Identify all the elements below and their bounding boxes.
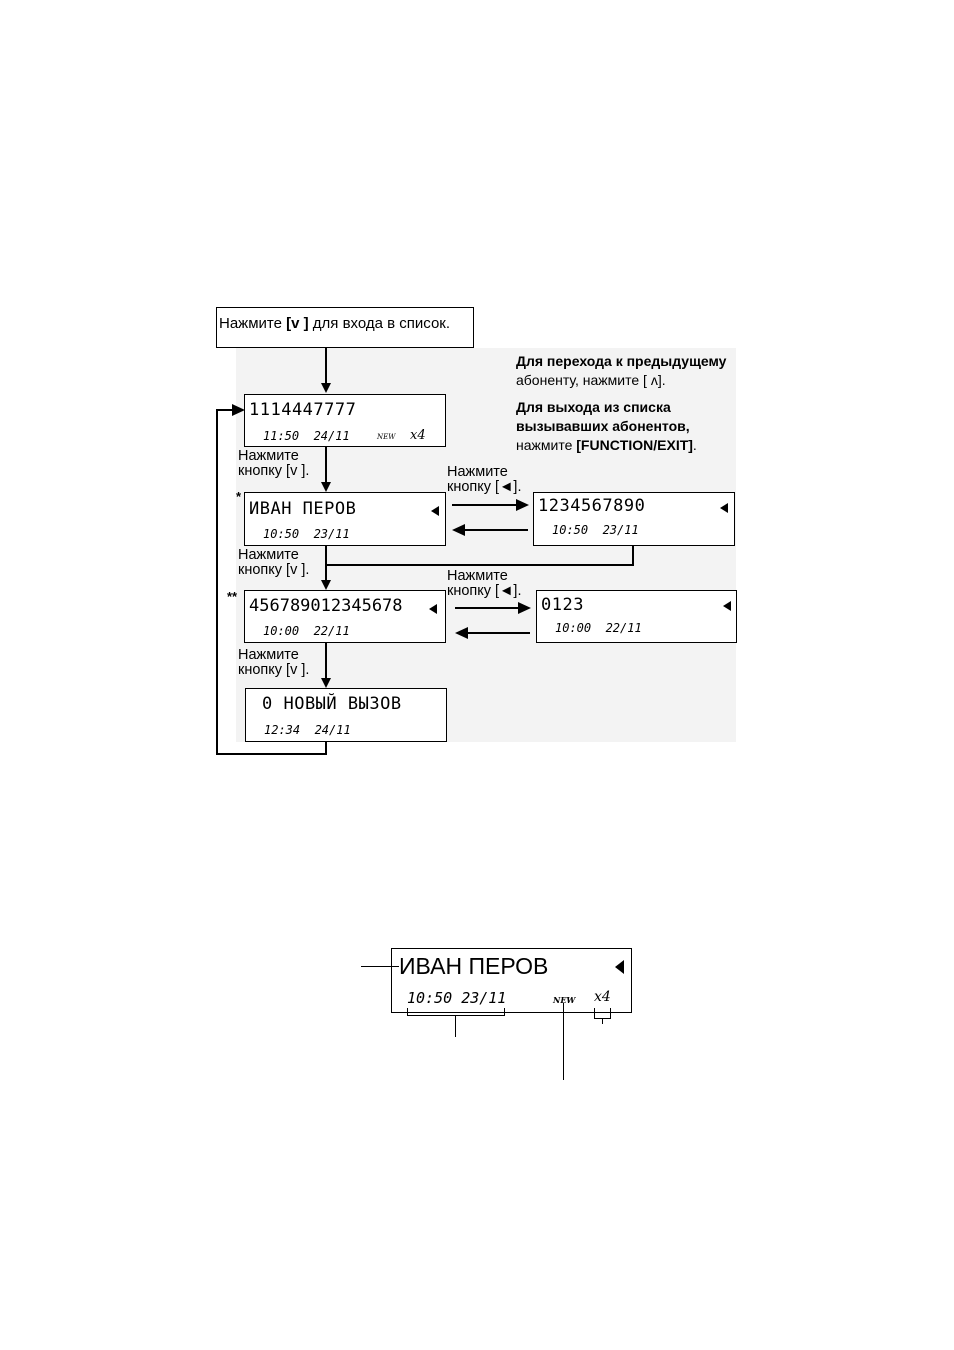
detail-name: ИВАН ПЕРОВ xyxy=(399,953,549,979)
loop-line xyxy=(216,753,327,755)
press-down-label-1: Нажмите кнопку [v ]. xyxy=(238,448,310,479)
detail-display: ИВАН ПЕРОВ 10:50 23/11 NEW x4 xyxy=(391,948,632,1013)
callout-line-new xyxy=(563,1003,564,1080)
display-timestamp: 10:50 23/11 xyxy=(552,523,639,537)
callout-bracket xyxy=(407,1008,408,1016)
callout-line-name xyxy=(361,966,399,967)
connector-line xyxy=(455,607,520,609)
connector-line xyxy=(464,529,528,531)
display-timestamp: 11:50 24/11 xyxy=(263,429,350,443)
display-number-only-2: 0123 10:00 22/11 xyxy=(536,590,737,643)
display-number-only-1: 1234567890 10:50 23/11 xyxy=(533,492,735,546)
arrow-head-right xyxy=(516,499,529,511)
display-caller-1: 1114447777 11:50 24/11 NEW x4 xyxy=(244,394,446,447)
left-arrow-icon xyxy=(429,604,437,614)
connector-line xyxy=(325,447,327,483)
arrow-head-left xyxy=(452,524,465,536)
display-timestamp: 12:34 24/11 xyxy=(264,723,351,737)
loop-line xyxy=(216,409,234,411)
connector-line xyxy=(632,546,634,565)
connector-line xyxy=(452,504,518,506)
callout-line-time xyxy=(455,1015,456,1037)
display-name: ИВАН ПЕРОВ xyxy=(249,499,357,519)
footnote-star: * xyxy=(236,489,242,504)
connector-line xyxy=(325,348,327,384)
connector-line xyxy=(325,564,634,566)
note-exit: Для выхода из списка вызывавших абоненто… xyxy=(516,399,697,453)
detail-new-indicator: NEW xyxy=(553,995,576,1005)
callout-bracket xyxy=(407,1015,505,1016)
arrow-head-down xyxy=(321,482,331,492)
display-number: 1114447777 xyxy=(249,400,357,420)
arrow-head-left xyxy=(455,627,468,639)
call-count: x4 xyxy=(410,428,426,443)
press-down-label-3: Нажмите кнопку [v ]. xyxy=(238,647,310,678)
display-caller-2: ИВАН ПЕРОВ 10:50 23/11 xyxy=(244,492,446,546)
callout-bracket xyxy=(594,1008,595,1019)
loop-line xyxy=(216,410,218,755)
display-caller-long-number: 456789012345678 10:00 22/11 xyxy=(244,590,446,643)
connector-line xyxy=(325,546,327,582)
display-timestamp: 10:00 22/11 xyxy=(263,624,350,638)
start-key-down: [v ] xyxy=(286,315,309,332)
start-text-suffix: для входа в список. xyxy=(308,315,451,332)
press-down-label-2: Нажмите кнопку [v ]. xyxy=(238,547,310,578)
detail-timestamp: 10:50 23/11 xyxy=(407,989,507,1007)
arrow-head-right xyxy=(232,404,245,416)
left-arrow-icon xyxy=(431,506,439,516)
callout-line-count xyxy=(602,1018,603,1024)
footnote-double-star: ** xyxy=(227,589,238,604)
arrow-head-down xyxy=(321,678,331,688)
display-new-calls-text: 0 НОВЫЙ ВЫЗОВ xyxy=(262,694,402,714)
callout-bracket xyxy=(504,1008,505,1016)
left-arrow-icon xyxy=(723,601,731,611)
left-arrow-icon xyxy=(720,503,728,513)
arrow-head-down xyxy=(321,383,331,393)
left-arrow-icon xyxy=(615,960,624,974)
display-new-calls: 0 НОВЫЙ ВЫЗОВ 12:34 24/11 xyxy=(245,688,447,742)
connector-line xyxy=(325,643,327,679)
connector-line xyxy=(467,632,530,634)
display-number: 0123 xyxy=(541,595,584,615)
detail-call-count: x4 xyxy=(594,989,611,1005)
note-previous: Для перехода к предыдущему абоненту, наж… xyxy=(516,353,727,388)
display-number: 1234567890 xyxy=(538,496,646,516)
display-number: 456789012345678 xyxy=(249,596,403,616)
arrow-head-right xyxy=(518,602,531,614)
display-timestamp: 10:50 23/11 xyxy=(263,527,350,541)
press-left-label-1: Нажмите кнопку [◄]. xyxy=(447,464,522,495)
press-left-label-2: Нажмите кнопку [◄]. xyxy=(447,568,522,599)
start-instruction-box: Нажмите [v ] для входа в список. xyxy=(216,307,474,348)
arrow-head-down xyxy=(321,580,331,590)
start-text-prefix: Нажмите xyxy=(219,315,287,332)
display-timestamp: 10:00 22/11 xyxy=(555,621,642,635)
loop-line xyxy=(325,742,327,755)
new-indicator: NEW xyxy=(377,433,396,441)
callout-bracket xyxy=(610,1008,611,1019)
